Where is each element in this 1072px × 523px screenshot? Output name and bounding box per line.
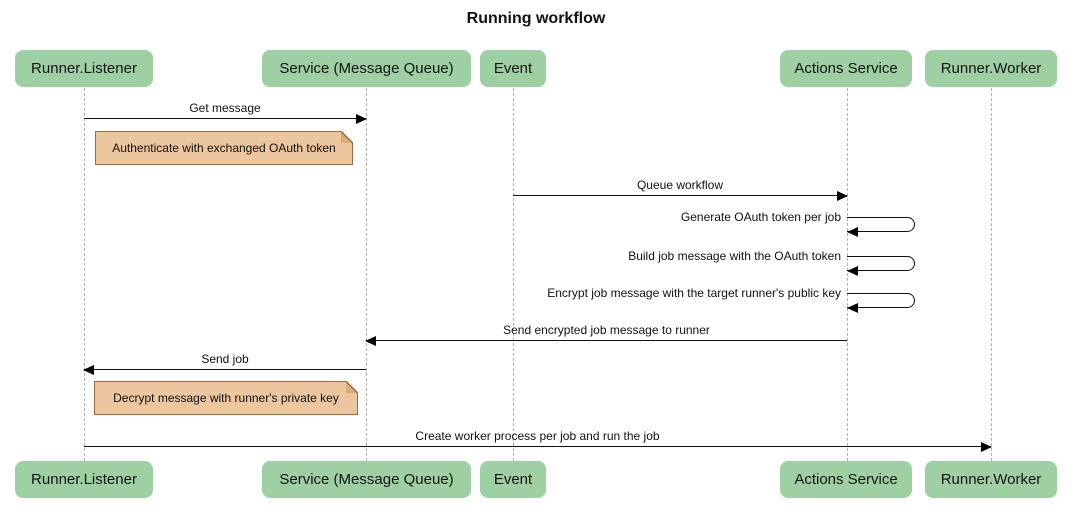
actor-label: Runner.Listener — [31, 471, 137, 488]
arrowhead-left-icon — [847, 302, 858, 313]
message-arrow-send-job — [83, 365, 366, 376]
message-label-send-job: Send job — [201, 352, 249, 366]
message-arrow-queue-workflow — [513, 191, 848, 202]
actor-label: Runner.Worker — [940, 471, 1042, 488]
self-message-label-build-job-message: Build job message with the OAuth token — [628, 249, 841, 263]
message-label-get-message: Get message — [189, 101, 261, 115]
note-decrypt-message: Decrypt message with runner's private ke… — [94, 380, 359, 415]
actor-event-top: Event — [480, 50, 546, 87]
note-label: Authenticate with exchanged OAuth token — [112, 141, 336, 155]
actor-label: Service (Message Queue) — [279, 60, 454, 77]
actor-label: Runner.Worker — [940, 60, 1042, 77]
self-message-label-encrypt-job-message: Encrypt job message with the target runn… — [547, 286, 841, 300]
actor-service-message-queue-bottom: Service (Message Queue) — [262, 461, 471, 498]
arrowhead-left-icon — [847, 265, 858, 276]
actor-runner-worker-bottom: Runner.Worker — [925, 461, 1057, 498]
self-message-loop-encrypt-job-message — [847, 293, 915, 313]
self-message-loop-generate-oauth-token — [847, 217, 915, 237]
diagram-title: Running workflow — [466, 10, 606, 27]
lifeline-event — [512, 88, 514, 461]
arrowhead-left-icon — [847, 226, 858, 237]
lifeline-runner-worker — [990, 88, 992, 461]
arrowhead-right-icon — [981, 442, 992, 453]
lifeline-service-message-queue — [365, 88, 367, 461]
actor-label: Actions Service — [794, 60, 898, 77]
arrowhead-left-icon — [365, 336, 376, 347]
self-message-loop-build-job-message — [847, 256, 915, 276]
actor-label: Event — [493, 60, 533, 77]
actor-label: Service (Message Queue) — [279, 471, 454, 488]
actor-runner-listener-top: Runner.Listener — [15, 50, 153, 87]
note-authenticate-oauth: Authenticate with exchanged OAuth token — [95, 130, 354, 165]
message-arrow-get-message — [84, 114, 367, 125]
message-arrow-create-worker — [84, 442, 992, 453]
self-message-label-generate-oauth-token: Generate OAuth token per job — [680, 210, 841, 224]
note-fold-icon — [346, 380, 359, 393]
actor-service-message-queue-top: Service (Message Queue) — [262, 50, 471, 87]
message-arrow-send-encrypted-job — [365, 336, 847, 347]
note-label: Decrypt message with runner's private ke… — [113, 391, 339, 405]
arrowhead-right-icon — [837, 191, 848, 202]
lifeline-runner-listener — [83, 88, 85, 461]
actor-label: Actions Service — [794, 471, 898, 488]
arrowhead-left-icon — [83, 365, 94, 376]
message-label-send-encrypted-job: Send encrypted job message to runner — [503, 323, 710, 337]
note-fold-icon — [341, 130, 354, 143]
actor-actions-service-top: Actions Service — [780, 50, 912, 87]
message-label-queue-workflow: Queue workflow — [636, 178, 724, 192]
actor-runner-listener-bottom: Runner.Listener — [15, 461, 153, 498]
arrowhead-right-icon — [356, 114, 367, 125]
actor-runner-worker-top: Runner.Worker — [925, 50, 1057, 87]
actor-event-bottom: Event — [480, 461, 546, 498]
actor-label: Runner.Listener — [31, 60, 137, 77]
actor-label: Event — [493, 471, 533, 488]
message-label-create-worker: Create worker process per job and run th… — [415, 429, 660, 443]
actor-actions-service-bottom: Actions Service — [780, 461, 912, 498]
